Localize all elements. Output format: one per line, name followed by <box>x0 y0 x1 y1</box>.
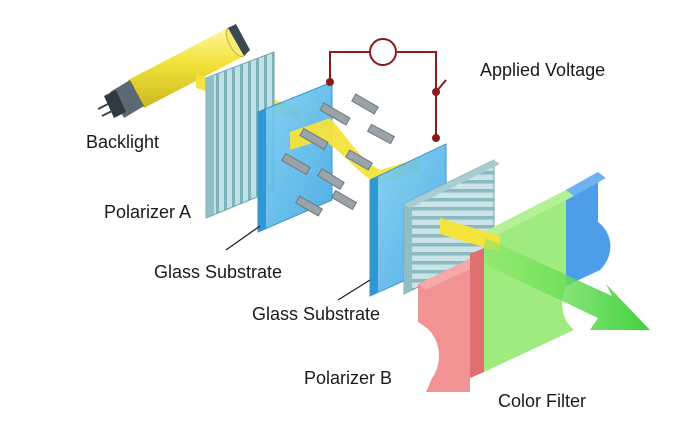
label-applied-voltage: Applied Voltage <box>480 60 605 80</box>
polarizer-a-panel <box>205 51 275 219</box>
backlight-tube <box>97 24 250 118</box>
label-backlight: Backlight <box>86 132 159 152</box>
label-color-filter: Color Filter <box>498 391 586 411</box>
color-filter-red <box>418 248 484 392</box>
label-polarizer-b: Polarizer B <box>304 368 392 388</box>
label-glass-substrate-1: Glass Substrate <box>154 262 282 282</box>
applied-voltage-circuit <box>326 38 447 142</box>
label-polarizer-a: Polarizer A <box>104 202 191 222</box>
color-filter-blue <box>566 172 611 286</box>
label-glass-substrate-2: Glass Substrate <box>252 304 380 324</box>
leader-lines <box>225 225 371 301</box>
liquid-crystal-molecules <box>281 93 396 217</box>
output-light-arrow <box>440 218 650 330</box>
glass-substrate-1-panel <box>257 81 333 233</box>
voltage-source-icon <box>369 38 397 66</box>
light-beam-twist <box>290 118 420 184</box>
